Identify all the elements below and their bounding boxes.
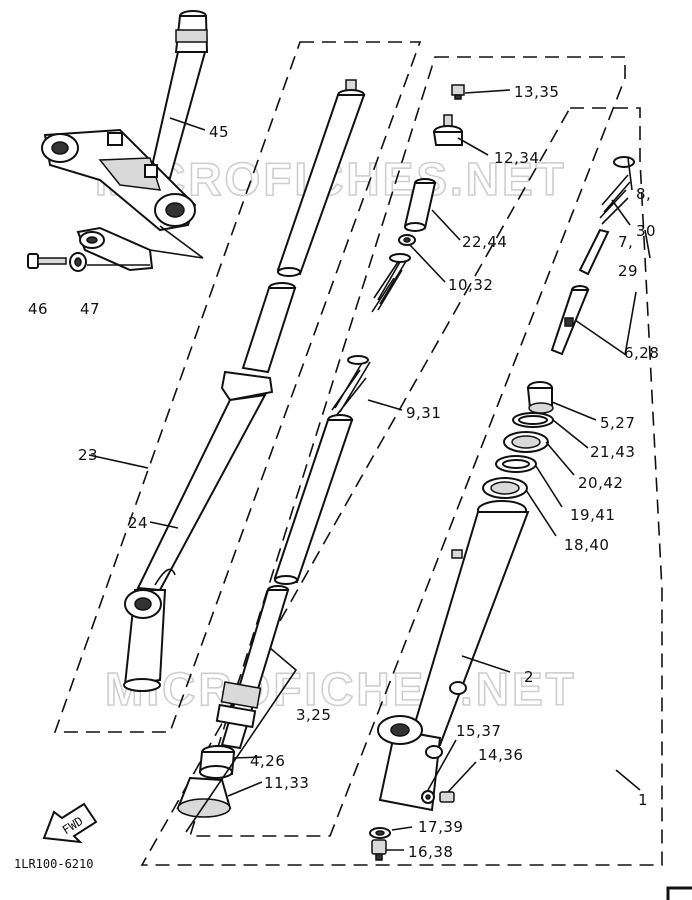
damper-rod-3 — [215, 585, 290, 750]
oil-seal-20 — [503, 431, 549, 453]
watermark-bottom: MICROFICHES.NET — [105, 663, 577, 715]
corner-mark — [666, 886, 692, 900]
callout-16-38: 16,38 — [408, 843, 453, 861]
callout-24: 24 — [128, 514, 148, 532]
guide-bush-18 — [482, 477, 528, 499]
callout-5-27: 5,27 — [600, 414, 635, 432]
washer-17 — [369, 827, 391, 839]
callout-29: 29 — [618, 262, 638, 280]
callout-13-35: 13,35 — [514, 83, 559, 101]
callout-1: 1 — [638, 791, 648, 809]
callout-3-25: 3,25 — [296, 706, 331, 724]
fork-spring-lower — [331, 355, 371, 417]
callout-14-36: 14,36 — [478, 746, 523, 764]
washer-47 — [69, 252, 87, 272]
callout-11-33: 11,33 — [264, 774, 309, 792]
cap-bolt-12 — [432, 114, 463, 146]
callout-7: 7, — [618, 233, 633, 251]
callout-17-39: 17,39 — [418, 818, 463, 836]
callout-18-40: 18,40 — [564, 536, 609, 554]
bracket-leader — [149, 225, 204, 259]
washer-15 — [421, 790, 435, 804]
bolt-46 — [27, 253, 67, 269]
callout-12-34: 12,34 — [494, 149, 539, 167]
callout-21-43: 21,43 — [590, 443, 635, 461]
fork-spring-upper — [371, 253, 411, 313]
spring-seat-10 — [398, 234, 416, 246]
callout-22-44: 22,44 — [462, 233, 507, 251]
rebound-spring-7 — [578, 174, 631, 276]
air-valve-13 — [451, 84, 465, 100]
callout-30: 30 — [636, 222, 656, 240]
washer-19 — [495, 455, 537, 473]
callout-4-26: 4,26 — [250, 752, 285, 770]
callout-45: 45 — [209, 123, 229, 141]
fwd-arrow-icon: FWD — [42, 802, 98, 844]
callout-19-41: 19,41 — [570, 506, 615, 524]
dust-seal-5 — [526, 381, 554, 414]
inner-tube-lower — [273, 414, 354, 585]
damper-rod-6 — [550, 285, 590, 356]
leader-lines — [88, 89, 651, 851]
outer-assembly-box — [140, 107, 663, 866]
handle-bracket — [76, 226, 154, 272]
callout-9-31: 9,31 — [406, 404, 441, 422]
seal-ring-8 — [613, 156, 635, 168]
outer-tube-24 — [123, 282, 297, 692]
callout-23: 23 — [78, 446, 98, 464]
oil-lock-piece-11 — [176, 776, 232, 818]
rebound-spring-4 — [198, 745, 236, 779]
outer-tube-group-box — [53, 41, 422, 733]
steering-stem-45 — [41, 10, 209, 232]
callout-6-28: 6,28 — [624, 344, 659, 362]
inner-tube-upper — [276, 79, 366, 277]
callout-2: 2 — [524, 668, 534, 686]
spacer-tube-22 — [403, 178, 437, 232]
callout-47: 47 — [80, 300, 100, 318]
callout-15-37: 15,37 — [456, 722, 501, 740]
clip-21 — [512, 412, 554, 428]
damper-group-leader — [185, 647, 298, 833]
drain-bolt-14 — [439, 791, 455, 803]
diagram-code: 1LR100-6210 — [14, 857, 93, 871]
bolt-16 — [371, 839, 387, 861]
callout-20-42: 20,42 — [578, 474, 623, 492]
outer-tube-2 — [377, 500, 530, 812]
callout-46: 46 — [28, 300, 48, 318]
callout-10-32: 10,32 — [448, 276, 493, 294]
callout-8: 8, — [636, 185, 651, 203]
